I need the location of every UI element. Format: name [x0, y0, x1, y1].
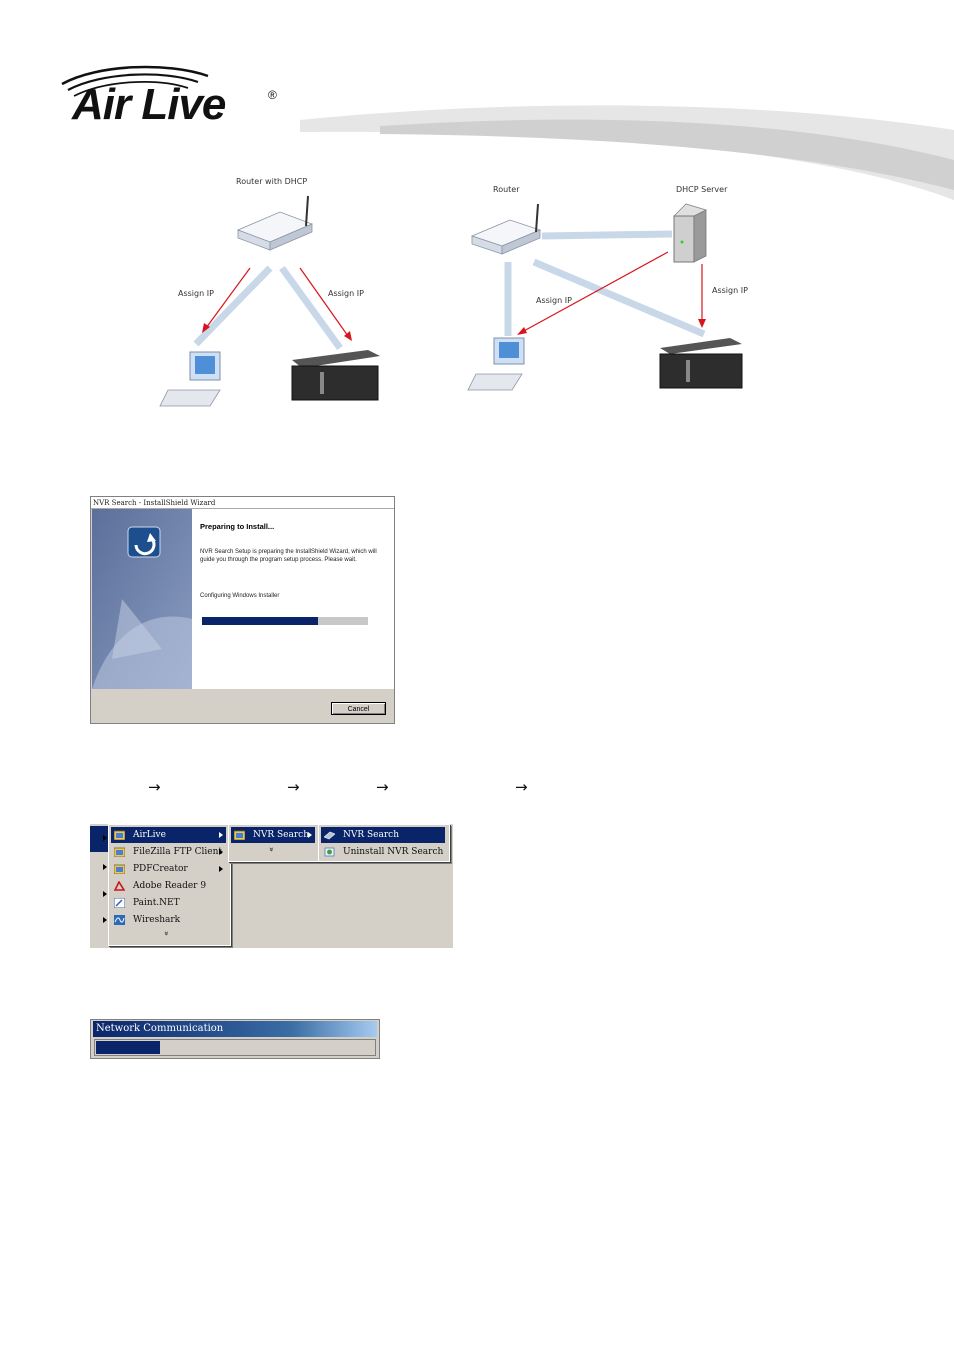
router-icon: [236, 195, 314, 251]
router-icon: [470, 203, 542, 255]
folder-icon: [114, 830, 125, 840]
airlive-logo: [61, 65, 209, 97]
network-communication-dialog: Network Communication: [90, 1019, 380, 1059]
folder-icon: [234, 830, 245, 840]
menu-item-wireshark[interactable]: Wireshark: [111, 912, 226, 928]
install-progress-bar: [202, 617, 368, 625]
breadcrumb-arrow-3: →: [376, 778, 389, 796]
window-title: NVR Search - InstallShield Wizard: [91, 497, 394, 509]
uninstall-icon: [324, 847, 335, 857]
wizard-status-text: Configuring Windows Installer: [200, 593, 280, 599]
assign-ip-label-right: Assign IP: [328, 289, 364, 298]
menu-item-filezilla[interactable]: FileZilla FTP Client: [111, 844, 226, 860]
assign-ip-label-left: Assign IP: [178, 289, 214, 298]
wizard-description: NVR Search Setup is preparing the Instal…: [200, 549, 377, 563]
nvr-search-submenu: NVR Search Uninstall NVR Search: [318, 824, 450, 862]
folder-icon: [114, 864, 125, 874]
wizard-heading: Preparing to Install...: [200, 522, 275, 531]
strip-submenu-arrow: [103, 917, 107, 923]
menu-item-paint-net[interactable]: Paint.NET: [111, 895, 226, 911]
nvr-recorder-icon: [291, 350, 380, 401]
computer-icon: [467, 337, 525, 391]
expand-menu-chevron-icon[interactable]: »: [161, 931, 171, 936]
menu-item-airlive[interactable]: AirLive: [111, 827, 226, 843]
installshield-icon: [127, 526, 161, 558]
brand-wordmark: Air Live: [72, 80, 226, 129]
dhcp-server-label: DHCP Server: [676, 185, 728, 194]
submenu-arrow: [219, 849, 223, 855]
wizard-sidebar-graphic: [92, 509, 192, 689]
start-menu-screenshot: AirLive FileZilla FTP Client PDFCreator …: [90, 824, 453, 948]
menu-item-uninstall-nvr-search[interactable]: Uninstall NVR Search: [321, 844, 445, 860]
breadcrumb-arrow-2: →: [287, 778, 300, 796]
header-swoosh-decoration: [300, 105, 954, 200]
expand-menu-chevron-icon[interactable]: »: [266, 847, 276, 852]
router-with-dhcp-label: Router with DHCP: [236, 177, 308, 186]
submenu-arrow: [219, 866, 223, 872]
start-menu-strip-selected: [90, 826, 108, 852]
network-progress-fill: [96, 1041, 160, 1054]
nvr-recorder-icon: [659, 338, 743, 389]
assign-ip-label-left: Assign IP: [536, 296, 572, 305]
network-dialog-title: Network Communication: [93, 1021, 377, 1037]
menu-item-pdfcreator[interactable]: PDFCreator: [111, 861, 226, 877]
install-progress-fill: [202, 617, 318, 625]
airlive-submenu: NVR Search »: [228, 824, 320, 862]
computer-icon: [159, 351, 221, 407]
router-label: Router: [493, 185, 520, 194]
breadcrumb-arrow-1: →: [148, 778, 161, 796]
dhcp-server-icon: [673, 203, 707, 263]
strip-submenu-arrow: [103, 864, 107, 870]
menu-item-adobe-reader[interactable]: Adobe Reader 9: [111, 878, 226, 894]
submenu-arrow: [219, 832, 223, 838]
registered-mark: ®: [268, 88, 277, 102]
cancel-button[interactable]: Cancel: [331, 702, 386, 715]
wireshark-icon: [114, 915, 125, 925]
menu-item-nvr-search-folder[interactable]: NVR Search: [231, 827, 315, 843]
breadcrumb-arrow-4: →: [515, 778, 528, 796]
strip-submenu-arrow: [103, 891, 107, 897]
menu-item-nvr-search[interactable]: NVR Search: [321, 827, 445, 843]
installshield-wizard-window: NVR Search - InstallShield Wizard Prepar…: [90, 496, 395, 724]
dhcp-server-diagram: Router DHCP Server Assign IP Assign IP: [460, 178, 760, 403]
adobe-reader-icon: [114, 881, 125, 891]
submenu-arrow: [308, 832, 312, 838]
assign-ip-label-right: Assign IP: [712, 286, 748, 295]
nvr-search-icon: [324, 831, 335, 840]
strip-submenu-arrow: [103, 835, 107, 841]
wizard-content-panel: Preparing to Install... NVR Search Setup…: [192, 509, 394, 689]
dhcp-router-diagram: Router with DHCP Assign IP Assign IP: [150, 168, 420, 418]
paint-net-icon: [114, 898, 125, 908]
network-progress-bar: [94, 1039, 376, 1056]
programs-menu: AirLive FileZilla FTP Client PDFCreator …: [108, 824, 231, 946]
folder-icon: [114, 847, 125, 857]
